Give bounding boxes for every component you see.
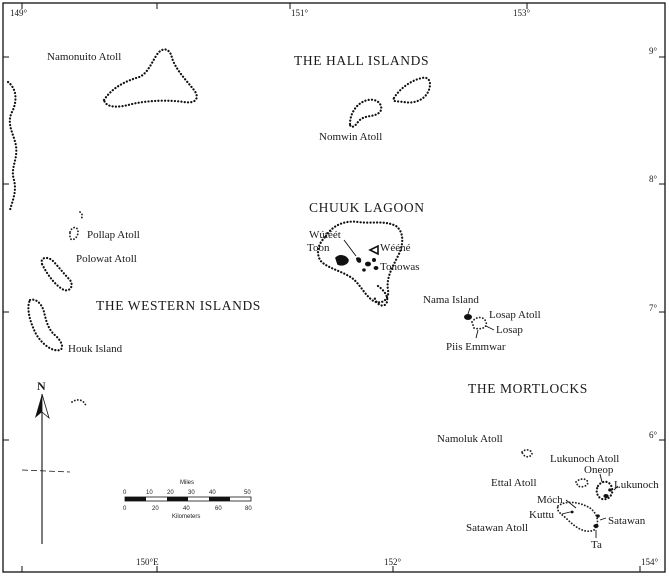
satawan-islets — [570, 510, 600, 528]
km-tick-20: 20 — [152, 506, 159, 512]
km-tick-60: 60 — [215, 506, 222, 512]
kuttu-leader — [561, 511, 571, 515]
west-edge-reef — [6, 80, 18, 212]
label-piis-emmwar: Piis Emmwar — [446, 341, 506, 353]
tonowas-islands — [362, 258, 379, 272]
north-arrow-letter: N — [37, 379, 46, 393]
chuuk-lagoon-south-reef — [372, 284, 389, 307]
toon-island — [335, 255, 349, 266]
label-lukunoch: Lukunoch — [614, 479, 659, 491]
oneop-leader — [599, 473, 603, 483]
tick-bottom-152: 152° — [384, 557, 402, 567]
weene-island — [368, 244, 379, 256]
region-mortlocks: THE MORTLOCKS — [468, 381, 588, 396]
lukunoch-atoll-reef — [595, 480, 614, 501]
houk-island-reef — [27, 298, 64, 352]
losap-atoll-reef — [471, 316, 488, 330]
scale-km-ticks: 0 20 40 60 80 — [123, 506, 252, 512]
label-nomwin-atoll: Nomwin Atoll — [319, 131, 382, 143]
label-oneop: Oneop — [584, 464, 614, 476]
label-polowat-atoll: Polowat Atoll — [76, 253, 137, 265]
label-losap-atoll: Losap Atoll — [489, 309, 541, 321]
satawan-atoll-reef — [556, 501, 599, 533]
region-western-islands: THE WESTERN ISLANDS — [96, 298, 261, 313]
label-namonuito-atoll: Namonuito Atoll — [47, 51, 121, 63]
satawan-leader — [599, 517, 607, 521]
label-weene: Wééné — [380, 242, 411, 254]
km-tick-0: 0 — [123, 506, 127, 512]
tick-bottom-150: 150°E — [136, 557, 159, 567]
graticule-ticks — [3, 3, 665, 572]
km-tick-40: 40 — [183, 506, 190, 512]
label-ettal-atoll: Ettal Atoll — [491, 477, 537, 489]
label-houk-island: Houk Island — [68, 343, 123, 355]
murilo-atoll-reef — [392, 76, 432, 104]
label-satawan-atoll: Satawan Atoll — [466, 522, 528, 534]
lukunoch-islets — [603, 488, 612, 498]
tick-top-151: 151° — [291, 8, 309, 18]
label-toon: Toon — [307, 242, 330, 254]
label-satawan: Satawan — [608, 515, 646, 527]
miles-tick-50: 50 — [244, 490, 251, 496]
label-lukunoch-atoll: Lukunoch Atoll — [550, 453, 619, 465]
label-ta: Ta — [591, 539, 602, 551]
scale-bar: Miles 0 10 20 30 40 50 0 20 40 60 80 Kil… — [123, 480, 252, 520]
tick-bottom-154: 154° — [641, 557, 659, 567]
region-hall-islands: THE HALL ISLANDS — [294, 53, 429, 68]
chuuk-lagoon-reef — [316, 220, 404, 304]
km-tick-80: 80 — [245, 506, 252, 512]
tick-top-153: 153° — [513, 8, 531, 18]
label-moch: Móch — [537, 494, 563, 506]
piis-leader — [475, 329, 479, 339]
tick-top-149: 149° — [10, 8, 28, 18]
region-chuuk-lagoon: CHUUK LAGOON — [309, 200, 425, 215]
north-arrow: N — [21, 379, 71, 544]
polowat-atoll-reef — [40, 256, 73, 292]
label-losap: Losap — [496, 324, 523, 336]
namoluk-atoll-reef — [520, 448, 533, 458]
scale-miles-ticks: 0 10 20 30 40 50 — [123, 490, 251, 496]
miles-tick-0: 0 — [123, 490, 127, 496]
label-namoluk-atoll: Namoluk Atoll — [437, 433, 503, 445]
losap-leader — [485, 325, 495, 331]
tick-right-6: 6° — [649, 430, 658, 440]
pollap-north-islet — [79, 211, 84, 220]
tick-right-9: 9° — [649, 46, 658, 56]
nama-leader — [467, 307, 471, 315]
namonuito-atoll-reef — [102, 48, 198, 108]
wuteet-island — [356, 257, 362, 263]
scale-km-label: Kilometers — [172, 514, 200, 520]
pollap-atoll-reef — [69, 226, 79, 241]
moch-leader — [565, 499, 577, 509]
scale-miles-label: Miles — [180, 480, 194, 486]
tick-right-8: 8° — [649, 174, 658, 184]
nama-island — [464, 314, 472, 320]
label-nama-island: Nama Island — [423, 294, 479, 306]
wuteet-leader — [343, 239, 357, 257]
label-tonowas: Tonowas — [380, 261, 420, 273]
miles-tick-10: 10 — [146, 490, 153, 496]
small-reef-west — [71, 399, 87, 407]
label-kuttu: Kuttu — [529, 509, 555, 521]
label-wuteet: Wútéét — [309, 229, 341, 241]
miles-tick-40: 40 — [209, 490, 216, 496]
miles-tick-20: 20 — [167, 490, 174, 496]
nomwin-atoll-reef — [348, 98, 383, 128]
miles-tick-30: 30 — [188, 490, 195, 496]
tick-right-7: 7° — [649, 303, 658, 313]
lukunoch-leader — [613, 485, 619, 491]
label-pollap-atoll: Pollap Atoll — [87, 229, 140, 241]
ettal-atoll-reef — [574, 478, 589, 488]
